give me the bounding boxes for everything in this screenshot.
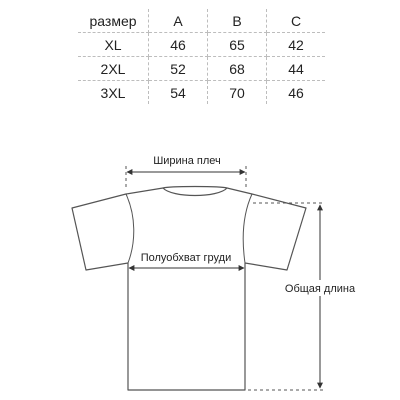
cell-b: 68 [207,56,267,81]
chest-half-label: Полуобхват груди [141,252,232,264]
cell-b: 70 [207,80,267,104]
total-length-label: Общая длина [285,283,356,295]
tshirt-outline [71,187,307,391]
collar [162,185,228,189]
cell-c: 42 [266,32,325,57]
table-row: 3XL 54 70 46 [78,80,325,104]
cell-a: 46 [148,32,208,57]
length-dimension [248,202,325,391]
size-table: размер A B C XL 46 65 42 2XL 52 68 44 3X… [78,9,325,104]
table-row: 2XL 52 68 44 [78,56,325,81]
cell-a: 52 [148,56,208,81]
right-sleeve-seam [242,193,253,264]
cell-b: 65 [207,32,267,57]
header-size: размер [78,9,149,33]
row-size: 2XL [78,56,149,81]
length-label-background [284,280,356,296]
cell-c: 44 [266,56,325,81]
left-sleeve-seam [125,193,135,264]
cell-c: 46 [266,80,325,104]
shoulder-dimension [125,166,247,190]
shoulder-width-label: Ширина плеч [153,155,221,167]
